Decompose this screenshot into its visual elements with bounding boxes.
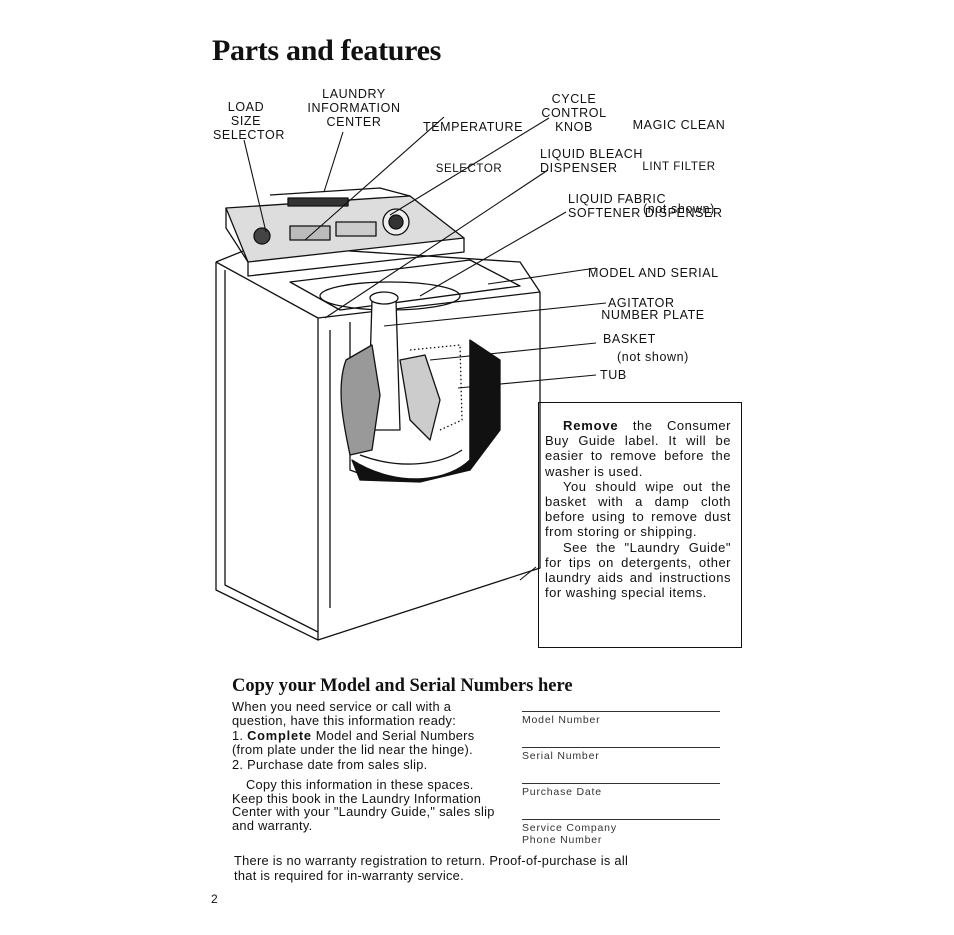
service-company-field[interactable]: Service Company Phone Number — [522, 819, 720, 846]
model-number-line — [522, 711, 720, 712]
purchase-date-line — [522, 783, 720, 784]
model-serial-line1: MODEL AND SERIAL — [588, 266, 719, 280]
tub-label: TUB — [600, 368, 627, 382]
copy-intro: When you need service or call with a que… — [232, 699, 457, 728]
page-number: 2 — [211, 892, 218, 906]
note-paragraph-laundry-guide: See the "Laundry Guide" for tips on dete… — [545, 539, 731, 601]
copy-info: Copy this information in these spaces. K… — [232, 776, 495, 833]
page-title: Parts and features — [212, 34, 442, 67]
step1-text: Model and Serial Num­bers (from plate un… — [232, 728, 475, 757]
copy-numbers-heading: Copy your Model and Serial Numbers here — [232, 676, 573, 696]
magic-clean-line1: MAGIC CLEAN — [632, 118, 726, 132]
liquid-bleach-dispenser-label: LIQUID BLEACH DISPENSER — [540, 147, 643, 175]
note-paragraph-remove: Remove the Consumer Buy Guide label. It … — [545, 418, 731, 479]
model-serial-line3: (not shown) — [617, 350, 689, 364]
model-number-label: Model Number — [522, 714, 601, 726]
consumer-note-box: Remove the Consumer Buy Guide label. It … — [538, 402, 742, 648]
service-company-line — [522, 819, 720, 820]
warranty-footer: There is no warranty registration to ret… — [234, 853, 628, 883]
footer-line2: that is required for in-warranty service… — [234, 868, 464, 883]
footer-line1: There is no warranty registration to ret… — [234, 853, 629, 868]
serial-number-line — [522, 747, 720, 748]
copy-step-2: 2. Purchase date from sales slip. — [232, 757, 428, 773]
copy-step-1: 1. Complete Model and Serial Num­bers (f… — [232, 729, 508, 756]
liquid-fabric-softener-label: LIQUID FABRIC SOFTENER DISPENSER — [568, 192, 723, 220]
step1-number: 1. — [232, 728, 244, 744]
note-remove-text: the Consumer Buy Guide label. It will be… — [545, 418, 731, 479]
model-serial-plate-label: MODEL AND SERIAL NUMBER PLATE (not shown… — [588, 238, 718, 378]
temperature-selector-label: TEMPERATURE SELECTOR — [423, 92, 524, 190]
temperature-label-line1: TEMPERATURE — [423, 120, 524, 134]
magic-clean-line2: LINT FILTER — [642, 161, 716, 173]
magic-clean-line3: (not shown) — [643, 202, 715, 216]
basket-label: BASKET — [603, 332, 656, 346]
cycle-control-knob-label: CYCLE CONTROL KNOB — [541, 92, 607, 134]
load-size-selector-label: LOAD SIZE SELECTOR — [213, 100, 285, 142]
note-paragraph-wipe: You should wipe out the basket with a da… — [545, 478, 731, 540]
washer-illustration — [215, 116, 607, 641]
temperature-label-line2: SELECTOR — [435, 163, 503, 175]
service-company-label: Service Company Phone Number — [522, 822, 617, 846]
model-serial-line2: NUMBER PLATE — [601, 308, 705, 322]
serial-number-field[interactable]: Serial Number — [522, 747, 720, 762]
purchase-date-field[interactable]: Purchase Date — [522, 783, 720, 798]
model-number-field[interactable]: Model Number — [522, 711, 720, 726]
laundry-information-center-label: LAUNDRY INFORMATION CENTER — [307, 87, 401, 129]
magic-clean-lint-filter-label: MAGIC CLEAN LINT FILTER (not shown) — [627, 90, 731, 230]
serial-number-label: Serial Number — [522, 750, 600, 762]
step1-bold: Complete — [247, 728, 312, 744]
purchase-date-label: Purchase Date — [522, 786, 602, 798]
note-remove-bold: Remove — [563, 418, 619, 433]
copy-instructions: When you need service or call with a que… — [232, 700, 508, 832]
agitator-label: AGITATOR — [608, 296, 675, 310]
